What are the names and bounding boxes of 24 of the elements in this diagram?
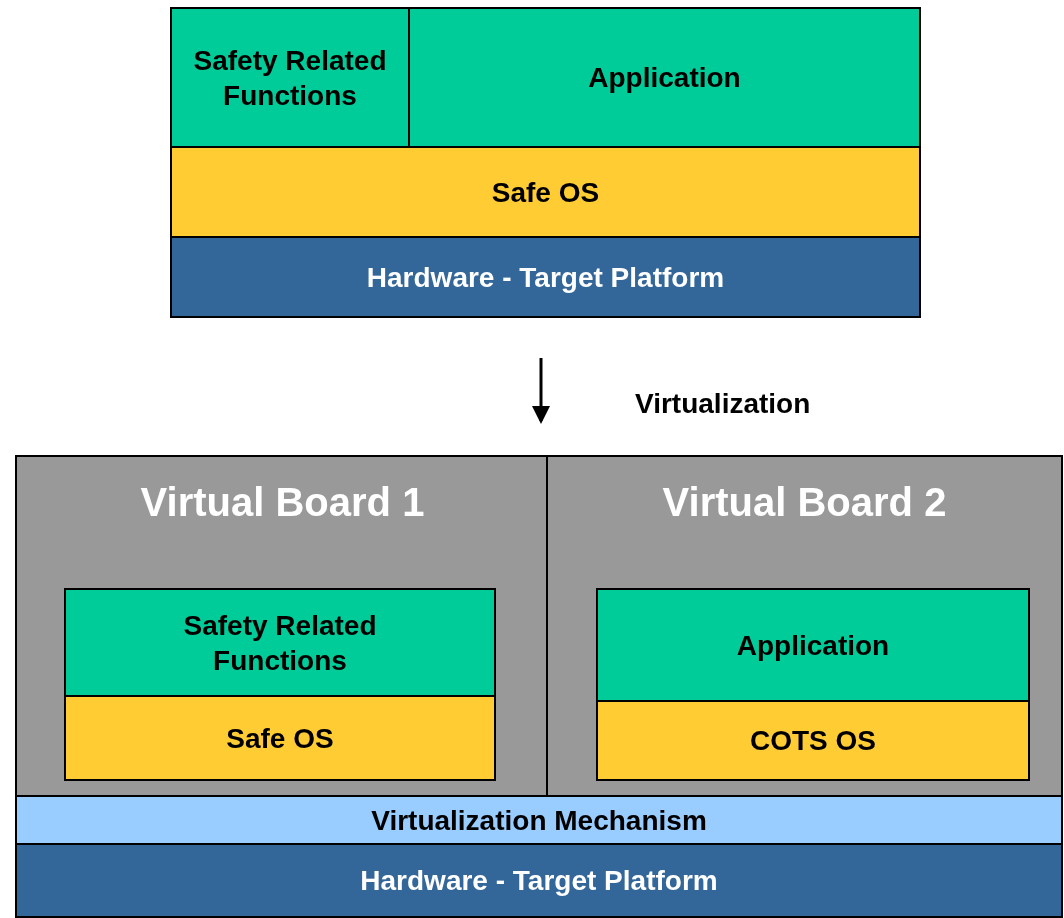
layer-label: Application bbox=[587, 61, 742, 95]
virtual-board-panel bbox=[546, 455, 1063, 797]
layer-box bbox=[408, 7, 921, 148]
layer-label: Virtual Board 2 bbox=[661, 479, 948, 526]
layer-box bbox=[170, 7, 410, 148]
os-layer-box bbox=[596, 700, 1030, 781]
layer-label: Safe OS bbox=[225, 721, 335, 756]
os-layer-box bbox=[64, 695, 496, 781]
layer-label: Virtualization Mechanism bbox=[370, 803, 708, 838]
layer-label: Hardware - Target Platform bbox=[359, 864, 719, 898]
layer-box bbox=[596, 588, 1030, 702]
hardware-layer-box bbox=[170, 236, 921, 318]
layer-label: Safety Related Functions bbox=[182, 609, 378, 678]
hypervisor-layer-box bbox=[15, 795, 1063, 845]
layer-box bbox=[64, 588, 496, 698]
layer-label: Hardware - Target Platform bbox=[365, 260, 726, 295]
layer-label: Safety Related Functions bbox=[192, 43, 388, 113]
layer-label: Application bbox=[735, 628, 891, 663]
hardware-layer-box bbox=[15, 843, 1063, 918]
arrow bbox=[532, 358, 550, 424]
os-layer-box bbox=[170, 146, 921, 238]
layer-label: Safe OS bbox=[490, 175, 601, 210]
layer-label: Virtual Board 1 bbox=[139, 479, 426, 526]
layer-label: COTS OS bbox=[749, 724, 877, 758]
